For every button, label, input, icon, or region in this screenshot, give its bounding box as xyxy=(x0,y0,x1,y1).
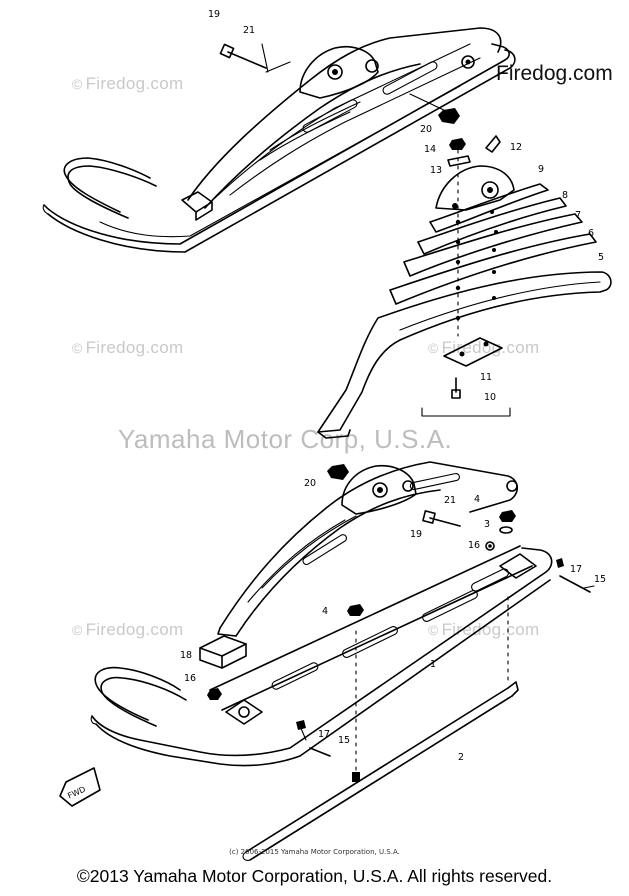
callout-number: 16 xyxy=(184,673,196,684)
watermark: ©Firedog.com xyxy=(72,74,184,93)
callout-number: 20 xyxy=(420,124,432,135)
callout-number: 17 xyxy=(570,564,582,575)
callout-number: 6 xyxy=(588,228,594,239)
callout-number: 19 xyxy=(410,529,422,540)
callout-number: 3 xyxy=(484,519,490,530)
callout-number: 8 xyxy=(562,190,568,201)
callout-labels: 19 21 20 14 13 12 9 8 7 6 5 11 10 20 21 … xyxy=(66,9,606,801)
watermark: ©Firedog.com xyxy=(428,620,540,639)
leaf-spring-stack xyxy=(317,135,612,439)
callout-number: 12 xyxy=(510,142,522,153)
callout-number: 2 xyxy=(458,752,464,763)
callout-number: 4 xyxy=(474,494,480,505)
callout-number: 14 xyxy=(424,144,436,155)
watermark: ©Firedog.com xyxy=(428,338,540,357)
fwd-arrow-label: FWD xyxy=(66,785,87,801)
callout-number: 13 xyxy=(430,165,442,176)
copyright-footer: ©2013 Yamaha Motor Corporation, U.S.A. A… xyxy=(76,866,553,886)
callout-number: 1 xyxy=(430,659,436,670)
callout-number: 9 xyxy=(538,164,544,175)
small-copyright: (c) 2006-2015 Yamaha Motor Corporation, … xyxy=(229,848,400,856)
callout-number: 15 xyxy=(338,735,350,746)
center-watermark: Yamaha Motor Corp, U.S.A. xyxy=(118,424,453,454)
bottom-ski-assembly xyxy=(59,461,595,861)
callout-number: 4 xyxy=(322,606,328,617)
watermark: ©Firedog.com xyxy=(72,620,184,639)
callout-number: 19 xyxy=(208,9,220,20)
callout-number: 18 xyxy=(180,650,192,661)
callout-number: 17 xyxy=(318,729,330,740)
callout-number: 11 xyxy=(480,372,492,383)
top-ski-assembly xyxy=(42,27,516,253)
callout-number: 7 xyxy=(575,210,581,221)
callout-number: 15 xyxy=(594,574,606,585)
callout-number: 16 xyxy=(468,540,480,551)
watermark: ©Firedog.com xyxy=(72,338,184,357)
callout-number: 10 xyxy=(484,392,496,403)
callout-number: 21 xyxy=(243,25,255,36)
callout-number: 20 xyxy=(304,478,316,489)
brand-label: Firedog.com xyxy=(496,62,613,85)
callout-number: 21 xyxy=(444,495,456,506)
callout-number: 5 xyxy=(598,252,604,263)
